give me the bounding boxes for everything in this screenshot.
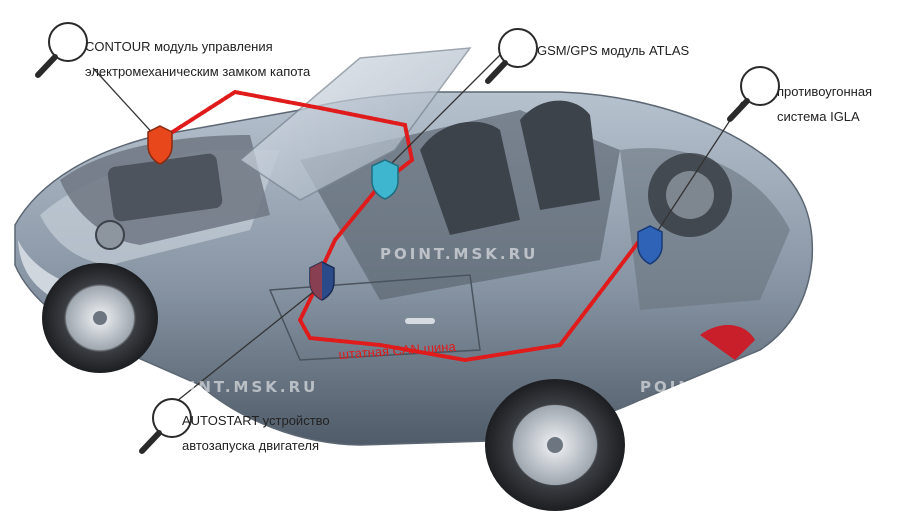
shield-autostart-icon — [309, 261, 335, 301]
front-wheel — [42, 263, 158, 373]
shield-contour-icon — [147, 125, 173, 165]
callout-atlas: GSM/GPS модуль ATLAS — [537, 38, 689, 63]
callout-atlas-line1: GSM/GPS модуль ATLAS — [537, 43, 690, 58]
callout-autostart-line2: автозапуска двигателя — [182, 438, 320, 453]
magnifier-icon — [35, 22, 88, 78]
watermark: POINT.MSK.RU — [160, 378, 319, 396]
callout-contour: CONTOUR модуль управления электромеханич… — [85, 34, 310, 84]
callout-igla-line2: система IGLA — [777, 109, 860, 124]
magnifier-icon — [485, 28, 538, 84]
magnifier-icon — [139, 398, 192, 454]
callout-contour-line2: электромеханическим замком капота — [85, 64, 311, 79]
leader-lines — [92, 49, 743, 406]
callout-autostart-line1: AUTOSTART устройство — [182, 413, 330, 428]
shield-atlas-icon — [371, 159, 399, 200]
callout-igla-line1: противоугонная — [777, 84, 873, 99]
shield-igla-icon — [637, 225, 663, 265]
callout-autostart: AUTOSTART устройство автозапуска двигате… — [182, 408, 330, 458]
rear-wheel — [485, 379, 625, 511]
can-bus-wire — [158, 89, 642, 363]
watermark: POINT.MSK.RU — [640, 378, 799, 396]
callout-igla: противоугонная система IGLA — [777, 79, 872, 129]
callout-contour-line1: CONTOUR модуль управления — [85, 39, 273, 54]
magnifier-icon — [727, 66, 780, 122]
watermark: POINT.MSK.RU — [380, 245, 539, 263]
car-body — [14, 47, 814, 446]
